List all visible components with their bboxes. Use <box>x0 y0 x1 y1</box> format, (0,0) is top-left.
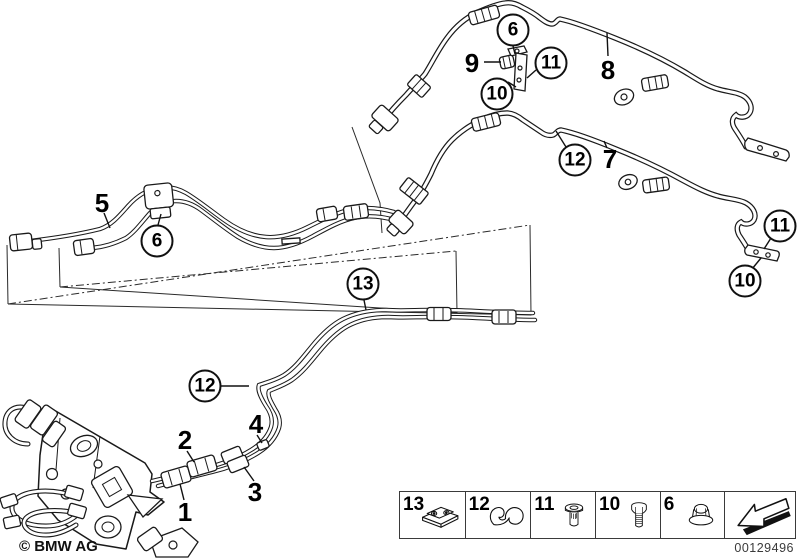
leader-lines <box>103 32 772 501</box>
callout-10-right[interactable]: 10 <box>728 264 762 298</box>
bolt-icon <box>630 502 647 528</box>
document-number: 00129496 <box>734 541 794 555</box>
callout-6-top[interactable]: 6 <box>496 13 530 47</box>
callout-11-right[interactable]: 11 <box>763 209 797 243</box>
legend-number: 12 <box>468 494 490 515</box>
hose-bracket <box>744 244 780 262</box>
fastener-legend: 13 12 11 <box>399 491 796 539</box>
callout-4[interactable]: 4 <box>248 409 264 439</box>
callout-7[interactable]: 7 <box>602 144 618 174</box>
clip-bracket-hardware <box>498 45 528 92</box>
pump-assembly <box>0 399 199 558</box>
callout-2[interactable]: 2 <box>177 425 193 455</box>
banjo-fitting <box>613 88 635 106</box>
flange-nut-icon <box>689 503 714 526</box>
callout-9[interactable]: 9 <box>464 48 480 78</box>
hose-assembly-7 <box>386 110 780 262</box>
legend-cell-13[interactable]: 13 <box>400 492 466 538</box>
callout-8[interactable]: 8 <box>600 55 616 85</box>
rivet-icon <box>564 503 584 527</box>
callout-13[interactable]: 13 <box>346 267 380 301</box>
pipe-clamp-icon <box>421 506 459 528</box>
callout-1[interactable]: 1 <box>177 497 193 527</box>
hose-assembly-8 <box>368 0 790 162</box>
callout-3[interactable]: 3 <box>247 477 263 507</box>
pipe-clip-icon <box>490 506 525 526</box>
legend-number: 11 <box>534 494 555 515</box>
hose-bracket <box>744 137 790 162</box>
callout-12-lower[interactable]: 12 <box>188 369 222 403</box>
pressure-pipe-pair <box>149 306 538 489</box>
callout-10-top[interactable]: 10 <box>480 77 514 111</box>
legend-number: 10 <box>599 494 621 515</box>
pipe-clamp <box>143 182 175 220</box>
legend-cell-10[interactable]: 10 <box>596 492 661 538</box>
callout-5[interactable]: 5 <box>94 188 110 218</box>
legend-cell-arrow[interactable] <box>725 492 795 538</box>
callout-6-mid[interactable]: 6 <box>140 224 174 258</box>
callout-11-top[interactable]: 11 <box>534 46 568 80</box>
copyright-notice: © BMW AG <box>19 538 98 555</box>
legend-number: 13 <box>403 494 425 515</box>
legend-cell-6[interactable]: 6 <box>661 492 726 538</box>
legend-number: 6 <box>663 494 675 515</box>
pipe-clip-9 <box>498 54 516 70</box>
callout-12-upper[interactable]: 12 <box>558 143 592 177</box>
direction-arrow-icon <box>737 497 791 536</box>
legend-cell-11[interactable]: 11 <box>531 492 597 538</box>
detail-view-boxes <box>6 126 532 316</box>
banjo-fitting <box>618 173 638 191</box>
pipe-assembly-5-6 <box>8 182 401 257</box>
legend-cell-12[interactable]: 12 <box>466 492 532 538</box>
